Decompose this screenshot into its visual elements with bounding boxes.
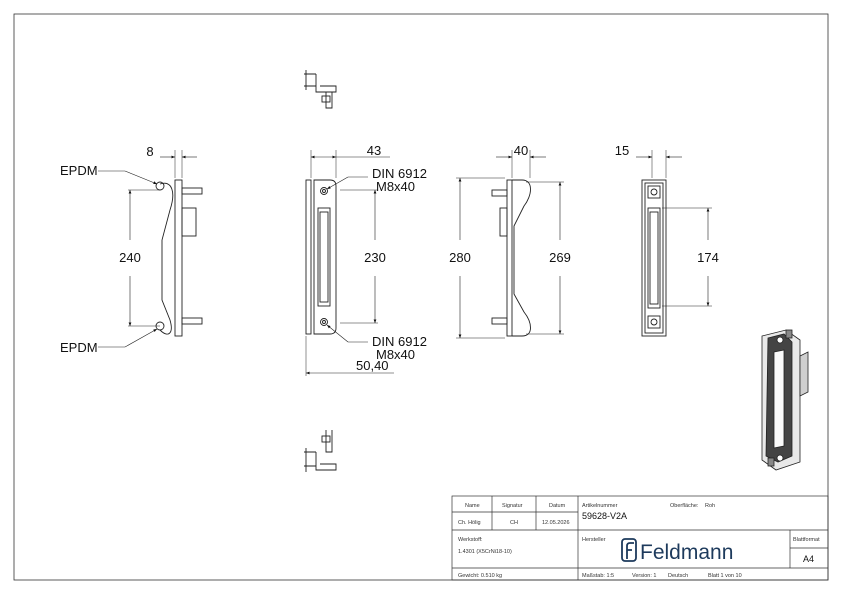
tb-name-value: Ch. Hölig	[458, 520, 481, 526]
side-inner-height-dim: 269	[549, 250, 571, 265]
tb-material-value: 1.4301 (X5CrNi18-10)	[458, 549, 512, 555]
bottom-bracket-view	[304, 430, 337, 472]
front-slot	[317, 207, 331, 307]
side-width-dim: 40	[514, 143, 528, 158]
tb-maker-label: Hersteller	[582, 537, 606, 543]
left-bolt-top	[181, 187, 203, 195]
isometric-view	[761, 329, 809, 471]
tb-format-value: A4	[803, 554, 814, 564]
right-width-dim: 15	[615, 143, 629, 158]
front-screw-top	[320, 187, 328, 195]
right-screw-top	[647, 185, 661, 199]
side-curved-plate	[512, 179, 531, 337]
side-bolt-bottom	[491, 317, 508, 325]
left-bolt-bottom	[181, 317, 203, 325]
tb-signature-header: Signatur	[502, 503, 523, 509]
screw-bottom-line2: M8x40	[376, 347, 415, 362]
tb-signature-value: CH	[510, 520, 518, 526]
right-height-dim: 174	[697, 250, 719, 265]
seal-label-top: EPDM	[60, 163, 98, 178]
front-total-width-dim: 50,40	[356, 358, 389, 373]
tb-name-header: Name	[465, 503, 480, 509]
side-bolt-top	[491, 189, 508, 197]
right-screw-bottom	[647, 315, 661, 329]
tb-sheet: Blatt 1 von 10	[708, 573, 742, 579]
tb-article-label: Artikelnummer	[582, 503, 618, 509]
tb-date-value: 12.05.2026	[542, 520, 570, 526]
right-view	[636, 150, 712, 337]
tb-date-header: Datum	[549, 503, 566, 509]
tb-surface-label: Oberfläche:	[670, 503, 699, 509]
tb-material-label: Werkstoff:	[458, 537, 483, 543]
screw-top-line1: DIN 6912	[372, 166, 427, 181]
left-seal-top-circle	[155, 181, 165, 191]
top-bracket-view	[304, 70, 337, 109]
seal-label-bottom: EPDM	[60, 340, 98, 355]
tb-language: Deutsch	[668, 573, 688, 579]
side-base-plate	[506, 179, 513, 337]
left-housing	[181, 207, 197, 237]
front-width-dim: 43	[367, 143, 381, 158]
side-outer-height-dim: 280	[449, 250, 471, 265]
left-height-dim: 240	[119, 250, 141, 265]
tb-scale: Maßstab: 1:5	[582, 573, 614, 579]
right-outer-plate	[641, 179, 667, 337]
sheet-border	[13, 13, 829, 581]
front-slot-inner	[319, 211, 329, 303]
title-block	[451, 495, 829, 581]
front-strike-plate	[313, 179, 337, 335]
front-height-dim: 230	[364, 250, 386, 265]
screw-top-line2: M8x40	[376, 179, 415, 194]
side-housing	[499, 207, 508, 237]
left-view	[98, 150, 203, 348]
front-view	[305, 150, 394, 376]
feldmann-logo-icon	[621, 538, 637, 562]
tb-article-value: 59628-V2A	[582, 511, 627, 521]
tb-format-label: Blattformat	[793, 537, 820, 543]
left-curved-plate	[159, 182, 174, 335]
tb-weight: Gewicht: 0.510 kg	[458, 573, 502, 579]
tb-surface-value: Roh	[705, 503, 715, 509]
front-base-plate	[305, 179, 312, 335]
right-slot	[647, 207, 661, 309]
side-view	[456, 150, 564, 339]
front-screw-bottom	[320, 318, 328, 326]
brand-name: Feldmann	[640, 541, 733, 564]
tb-version: Version: 1	[632, 573, 656, 579]
left-width-dim: 8	[146, 144, 153, 159]
left-strike-plate	[174, 179, 183, 337]
screw-bottom-line1: DIN 6912	[372, 334, 427, 349]
